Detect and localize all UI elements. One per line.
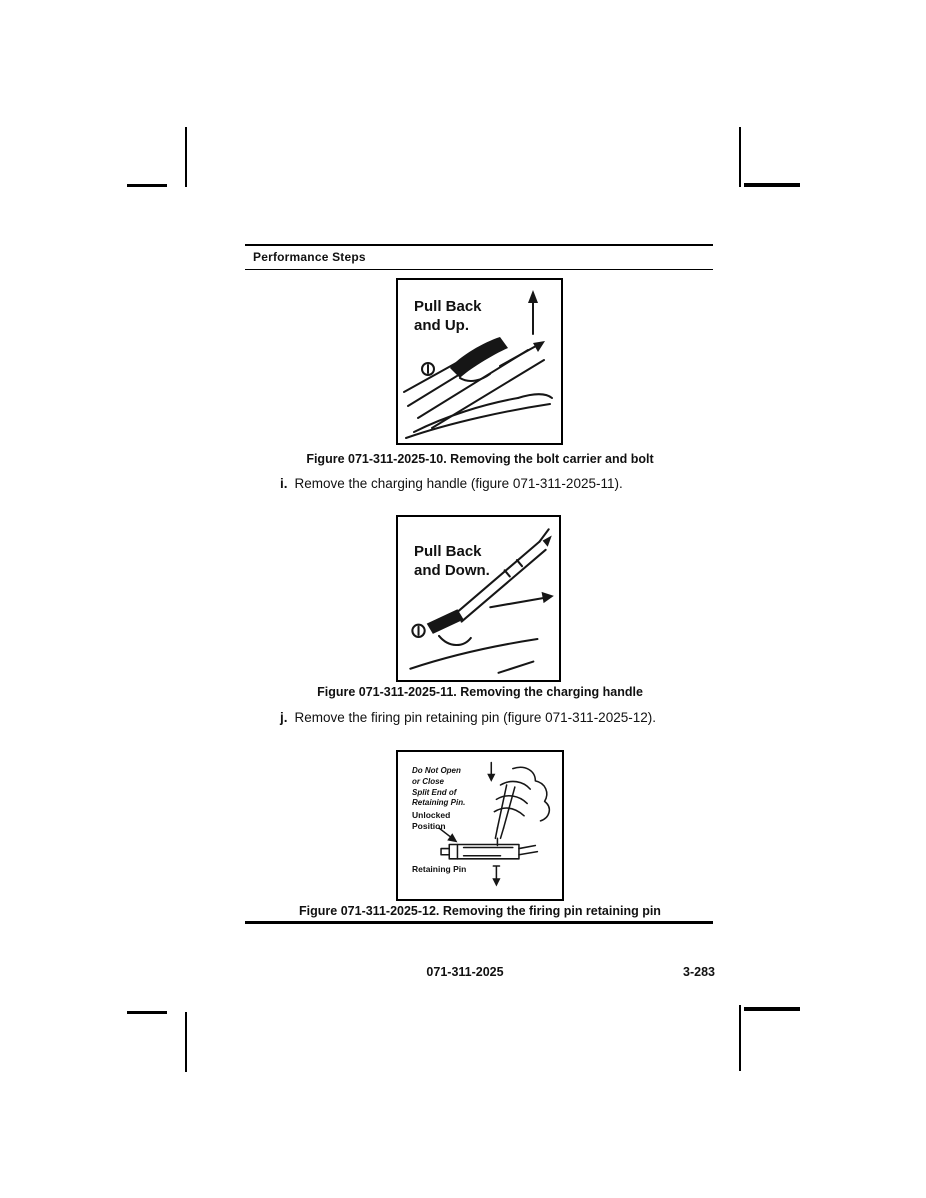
figure-12-warning-note: Do Not Open or Close Split End of Retain…: [412, 766, 466, 808]
step-j: j. Remove the firing pin retaining pin (f…: [280, 710, 656, 725]
footer-rule: [245, 921, 713, 924]
step-i-letter: i.: [280, 476, 288, 491]
crop-mark-top-right-vertical: [739, 127, 741, 187]
figure-10-caption: Figure 071-311-2025-10. Removing the bol…: [306, 452, 654, 466]
step-i: i. Remove the charging handle (figure 071…: [280, 476, 623, 491]
section-header: Performance Steps: [253, 250, 366, 264]
figure-12-retaining-pin-label: Retaining Pin: [412, 864, 467, 874]
crop-mark-bottom-right-horizontal: [744, 1007, 800, 1011]
crop-mark-top-right-horizontal: [744, 183, 800, 187]
figure-11-action-label: Pull Back and Down.: [414, 543, 490, 579]
figure-12-box: Do Not Open or Close Split End of Retain…: [396, 750, 564, 901]
figure-12-caption: Figure 071-311-2025-12. Removing the fir…: [299, 904, 661, 918]
figure-12-unlocked-label: Unlocked Position: [412, 810, 451, 832]
step-i-text: Remove the charging handle (figure 071-3…: [294, 476, 623, 491]
figure-11-box: Pull Back and Down.: [396, 515, 561, 682]
crop-mark-top-left-horizontal: [127, 184, 167, 187]
footer-doc-number: 071-311-2025: [426, 965, 504, 979]
step-j-letter: j.: [280, 710, 288, 725]
figure-10-action-label: Pull Back and Up.: [414, 298, 482, 334]
bolt-carrier-illustration: [403, 290, 553, 439]
step-j-text: Remove the firing pin retaining pin (fig…: [294, 710, 656, 725]
crop-mark-top-left-vertical: [185, 127, 187, 187]
header-rule-top: [245, 244, 713, 246]
crop-mark-bottom-right-vertical: [739, 1005, 741, 1071]
crop-mark-bottom-left-horizontal: [127, 1011, 167, 1014]
figure-11-caption: Figure 071-311-2025-11. Removing the cha…: [317, 685, 643, 699]
figure-10-box: Pull Back and Up.: [396, 278, 563, 445]
charging-handle-illustration: [409, 528, 554, 674]
header-rule-bottom: [245, 269, 713, 270]
footer-page-number: 3-283: [683, 965, 715, 979]
crop-mark-bottom-left-vertical: [185, 1012, 187, 1072]
retaining-pin-illustration: [438, 761, 551, 887]
